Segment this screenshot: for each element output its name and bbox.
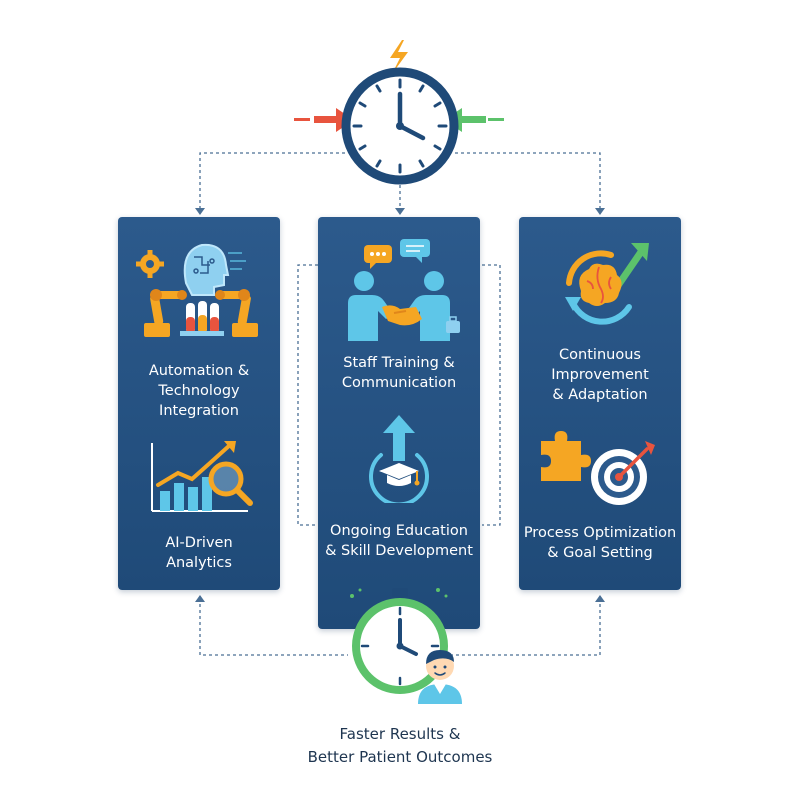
panel-continuous-improvement: Continuous Improvement & Adaptation Proc… [519, 217, 681, 590]
clock-icon [294, 40, 504, 185]
outcome-line-1: Faster Results & [339, 725, 461, 743]
analytics-label: AI-Driven Analytics [165, 535, 233, 571]
analytics-chart-magnifier-icon [151, 441, 253, 512]
outcome-line-2: Better Patient Outcomes [307, 748, 493, 766]
process-optimization-label: Process Optimization & Goal Setting [523, 525, 677, 561]
panel-automation: Automation & Technology Integration AI-D… [118, 217, 280, 590]
staff-training-label: Staff Training & Communication [341, 355, 457, 391]
ongoing-education-label: Ongoing Education & Skill Development [325, 523, 473, 559]
robotic-lab-automation-icon [136, 243, 258, 337]
continuous-improvement-label: Continuous Improvement & Adaptation [551, 347, 649, 403]
handshake-communication-icon [348, 239, 460, 341]
automation-label: Automation & Technology Integration [148, 363, 250, 419]
outcome-caption: Faster Results & Better Patient Outcomes [250, 723, 550, 769]
stopwatch-icon [350, 588, 448, 694]
brain-cycle-icon [565, 243, 649, 325]
panel-staff-training: Staff Training & Communication Ongoing E… [318, 217, 480, 629]
patient-avatar-icon [418, 650, 462, 704]
graduation-cap-growth-icon [369, 415, 429, 503]
puzzle-target-icon [541, 431, 655, 505]
